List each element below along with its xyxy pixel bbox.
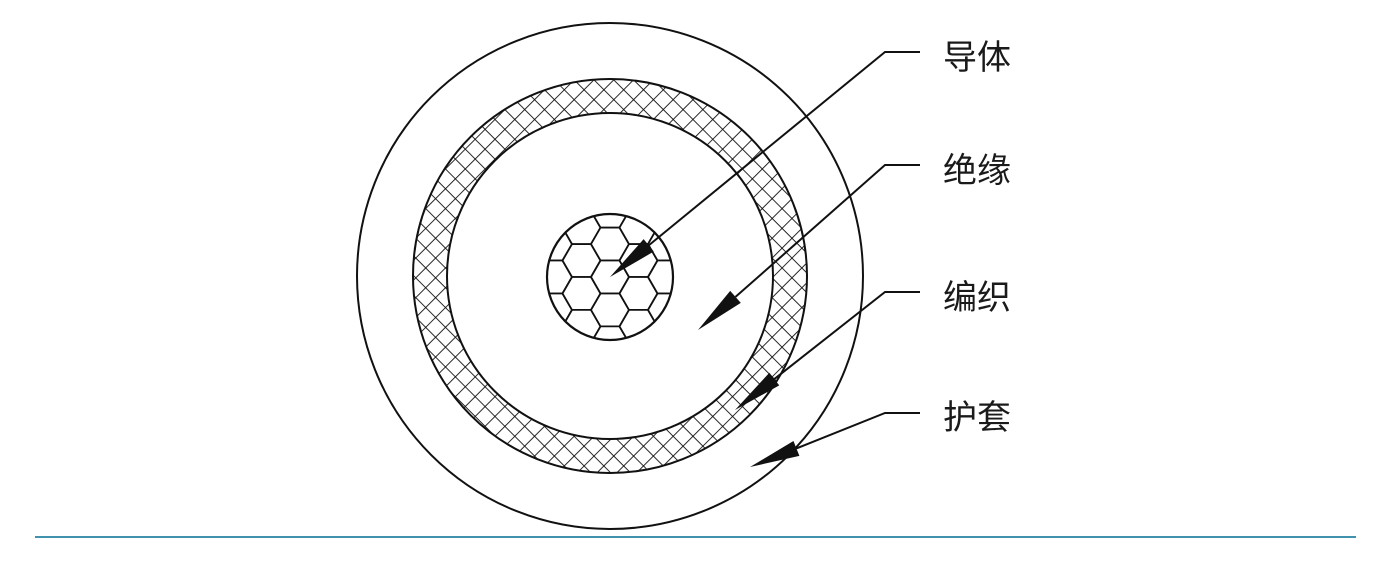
- conductor-outline: [545, 212, 675, 342]
- arrowhead-icon: [698, 290, 741, 330]
- leader-braid: [735, 291, 920, 410]
- strand: [646, 259, 673, 295]
- label-conductor: 导体: [943, 38, 1011, 78]
- leader-insulation: [698, 164, 920, 330]
- arrowhead-icon: [735, 372, 780, 410]
- leader-jacket: [750, 412, 920, 467]
- leader-lines: [610, 51, 920, 467]
- label-jacket: 护套: [943, 398, 1011, 438]
- label-insulation: 绝缘: [943, 151, 1011, 191]
- arrowhead-icon: [610, 239, 654, 277]
- label-braid: 编织: [943, 278, 1011, 318]
- arrowhead-icon: [750, 441, 800, 467]
- leader-conductor: [610, 51, 920, 277]
